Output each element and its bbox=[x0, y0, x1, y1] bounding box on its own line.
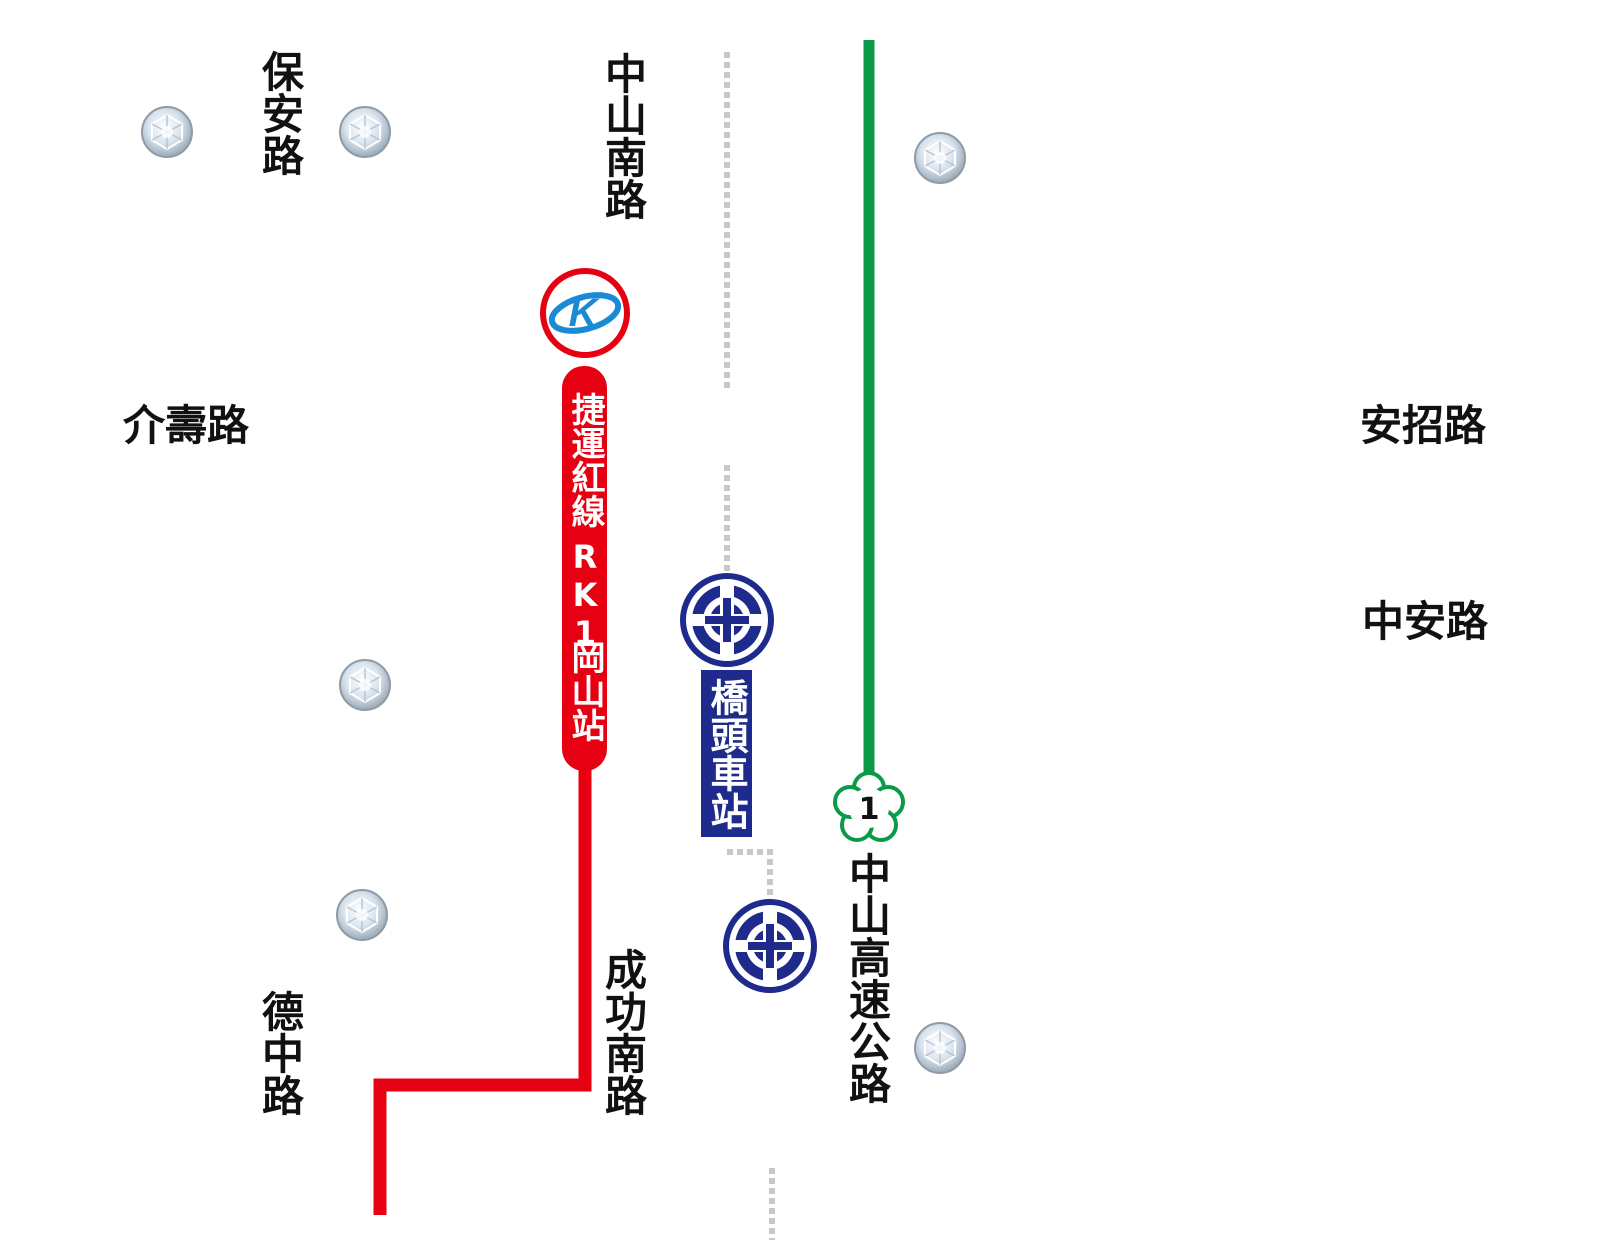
road-label-anzhao: 安招路 bbox=[1360, 401, 1487, 450]
mrt-line-name: 捷運紅線 bbox=[565, 392, 605, 528]
road-label-dezhong: 德中路 bbox=[256, 990, 305, 1116]
diamond-icon bbox=[336, 889, 388, 941]
diamond-icon bbox=[141, 106, 193, 158]
rail-station-badge[interactable]: 橋頭車站 bbox=[701, 670, 752, 837]
mrt-red-line bbox=[373, 760, 592, 1215]
kmrt-logo-icon: K bbox=[540, 268, 630, 358]
diamond-icon bbox=[339, 659, 391, 711]
mrt-station-badge[interactable]: 捷運紅線 RK1 岡山站 bbox=[562, 366, 607, 771]
mrt-station-code: RK1 bbox=[566, 538, 604, 652]
rail-station-name: 橋頭車站 bbox=[704, 678, 748, 830]
road-label-zhongshan-south: 中山南路 bbox=[599, 52, 648, 220]
diamond-icon bbox=[914, 132, 966, 184]
road-label-jieshou: 介壽路 bbox=[123, 401, 250, 450]
diamond-icon bbox=[339, 106, 391, 158]
road-label-zhongshan-highway: 中山高速公路 bbox=[843, 852, 892, 1104]
road-label-zhongan: 中安路 bbox=[1362, 597, 1489, 646]
road-label-chenggong-south: 成功南路 bbox=[599, 948, 648, 1116]
tr-logo-icon-2 bbox=[726, 902, 814, 990]
plum-blossom-shield-icon: 1 bbox=[833, 771, 905, 842]
mrt-station-name: 岡山站 bbox=[565, 640, 605, 742]
kmrt-logo-letter: K bbox=[569, 291, 601, 335]
road-label-baoan: 保安路 bbox=[256, 50, 305, 176]
diamond-icon bbox=[914, 1022, 966, 1074]
rail-track bbox=[724, 52, 775, 1240]
highway-number: 1 bbox=[859, 792, 880, 827]
tr-logo-icon bbox=[683, 576, 771, 664]
